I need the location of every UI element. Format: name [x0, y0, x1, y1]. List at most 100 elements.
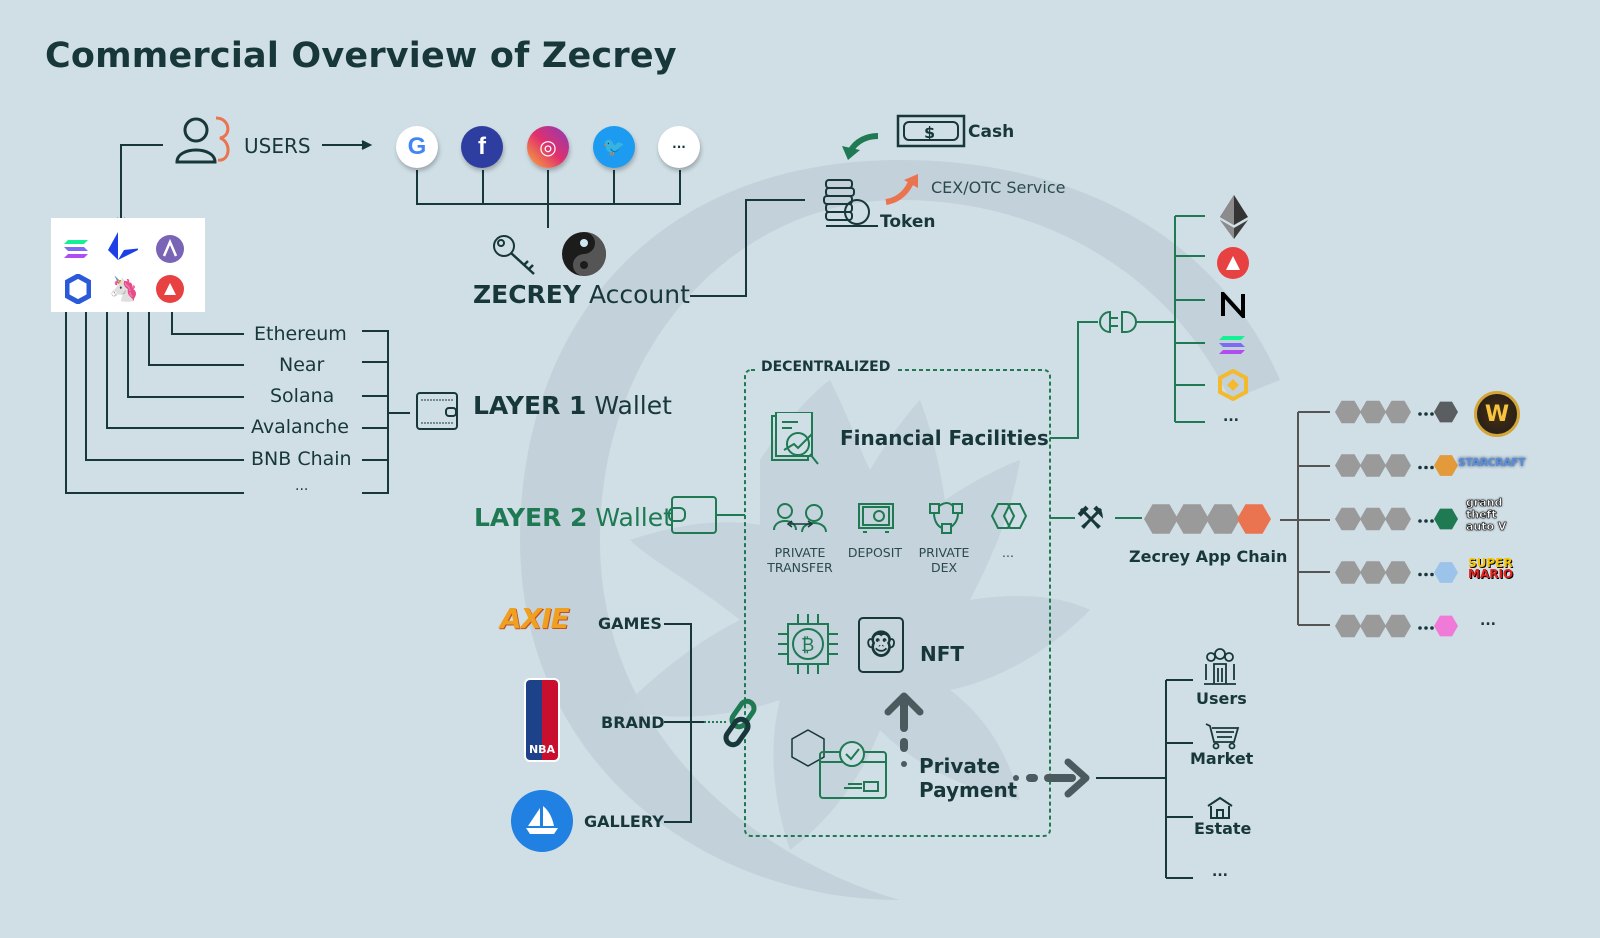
chain-block — [1360, 614, 1386, 638]
estate-house-icon — [1207, 796, 1233, 819]
service-more: ... — [1002, 545, 1014, 560]
chain-ethereum: Ethereum — [254, 323, 347, 345]
cash-label: Cash — [968, 122, 1015, 142]
game-chain-block — [1434, 562, 1458, 583]
target-estate: Estate — [1194, 819, 1252, 838]
ellipsis-dot — [1424, 519, 1428, 523]
financial-facilities-label: Financial Facilities — [840, 426, 1049, 450]
users-group-icon — [1204, 648, 1236, 685]
plug-icon — [1099, 310, 1137, 334]
chain-block — [1360, 454, 1386, 477]
partner-games: GAMES — [598, 614, 662, 633]
target-more: ... — [1212, 864, 1228, 880]
chain-block — [1360, 561, 1386, 584]
layer2-strong: LAYER 2 — [474, 503, 588, 532]
link-chain-icon — [723, 698, 757, 748]
tools-icon: ⚒ — [1076, 499, 1105, 537]
svg-text:$: $ — [924, 123, 935, 142]
target-users: Users — [1196, 689, 1247, 708]
avalanche-bridge-icon — [1217, 247, 1249, 279]
service-deposit: DEPOSIT — [847, 545, 903, 560]
cash-icon: $ — [842, 114, 966, 160]
opensea-logo — [511, 790, 573, 852]
more-services-icon[interactable] — [988, 502, 1030, 532]
game-chain-block — [1434, 508, 1458, 530]
more-logins-icon[interactable]: ··· — [658, 126, 700, 168]
ellipsis-dot — [1418, 519, 1422, 523]
layer2-wallet-icon — [668, 496, 717, 534]
chain-block — [1335, 561, 1361, 584]
decentralized-label: DECENTRALIZED — [761, 359, 891, 375]
layer1-strong: LAYER 1 — [473, 391, 587, 420]
chain-block — [1206, 504, 1240, 534]
partner-brand: BRAND — [601, 713, 665, 732]
ethereum-logo-icon — [1220, 195, 1248, 239]
game-chains — [1335, 400, 1458, 638]
chain-block — [1175, 504, 1209, 534]
ellipsis-dot — [1424, 465, 1428, 470]
google-login-icon[interactable]: G — [396, 126, 438, 168]
ellipsis-dot — [1424, 412, 1428, 416]
instagram-login-icon[interactable]: ◎ — [527, 126, 569, 168]
private-transfer-icon[interactable] — [772, 502, 828, 534]
chain-block — [1360, 507, 1386, 531]
wallet-logos-box: 🦄 — [51, 218, 205, 312]
near-logo-icon — [1221, 292, 1245, 318]
account-text: Account — [588, 280, 690, 309]
token-label: Token — [880, 212, 936, 232]
partner-gallery: GALLERY — [584, 812, 664, 831]
ellipsis-dot — [1418, 626, 1422, 630]
starcraft-logo: STARCRAFT — [1458, 456, 1526, 469]
chain-near: Near — [279, 354, 325, 376]
games-more: ... — [1480, 613, 1496, 629]
ellipsis-dot — [1424, 626, 1428, 630]
chain-bnb: BNB Chain — [251, 448, 352, 470]
ellipsis-dot — [1430, 519, 1434, 523]
chain-block — [1385, 454, 1411, 477]
ellipsis-dot — [1430, 465, 1434, 470]
chain-block — [1385, 614, 1411, 638]
private-dex-icon[interactable] — [927, 500, 965, 534]
game-chain-block — [1434, 615, 1458, 637]
layer1-text: Wallet — [594, 391, 672, 420]
chain-block — [1335, 507, 1361, 531]
bitcoin-chip-icon: ₿ — [778, 614, 838, 674]
chain-block — [1360, 400, 1386, 424]
chain-block — [1385, 561, 1411, 584]
axie-infinity-logo: AXIE — [500, 602, 570, 635]
layer2-wallet-label: LAYER 2 Wallet — [474, 503, 673, 532]
game-chain-block — [1434, 455, 1458, 476]
avalanche-logo-icon — [154, 273, 186, 305]
app-chain-blocks — [1144, 504, 1271, 534]
market-cart-icon — [1205, 723, 1240, 750]
chain-solana: Solana — [270, 385, 335, 407]
layer1-wallet-label: LAYER 1 Wallet — [473, 391, 672, 420]
ellipsis-dot — [1418, 572, 1422, 577]
twitter-login-icon[interactable]: 🐦 — [593, 126, 635, 168]
ellipsis-dot — [1418, 412, 1422, 416]
payment-card-icon — [791, 729, 887, 799]
zecrey-logo-icon — [562, 232, 606, 276]
app-chain-head-block — [1237, 504, 1271, 534]
chain-block — [1335, 614, 1361, 638]
layer1-wallet-icon — [416, 392, 458, 430]
chain-block — [1385, 507, 1411, 531]
account-brand: ZECREY — [473, 280, 581, 309]
nft-label: NFT — [920, 642, 965, 666]
bnb-logo-icon — [1218, 369, 1248, 401]
ellipsis-dot — [1430, 412, 1434, 416]
deposit-safe-icon[interactable] — [857, 502, 895, 534]
chain-block — [1335, 400, 1361, 424]
solana-logo-icon — [61, 233, 93, 265]
nft-monkey-icon: 🐵 — [858, 617, 904, 673]
ellipsis-dot — [1430, 572, 1434, 577]
users-icon — [175, 116, 230, 164]
facebook-login-icon[interactable]: f — [461, 126, 503, 168]
aave-logo-icon — [154, 233, 186, 265]
